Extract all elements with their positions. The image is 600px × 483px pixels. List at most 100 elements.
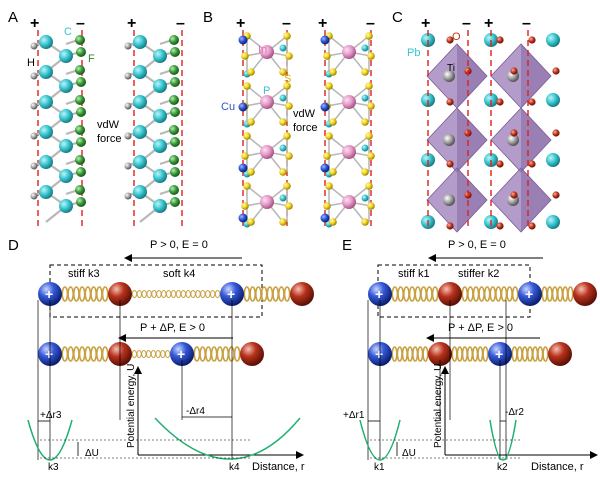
spring-coil	[542, 346, 549, 362]
spring-coil	[467, 286, 474, 302]
fluorine-atom	[75, 65, 85, 75]
spring-coil	[185, 290, 191, 298]
titanium-atom	[507, 134, 519, 146]
sulfur-atom	[285, 152, 293, 160]
spring-coil	[414, 286, 422, 302]
spring-coil	[164, 350, 171, 358]
oxygen-atom	[528, 222, 536, 230]
fluorine-atom	[170, 197, 180, 207]
spring-coil	[150, 350, 157, 358]
positive-charge-ball	[368, 282, 392, 306]
spring-coil	[200, 290, 206, 298]
sulfur-atom	[243, 82, 251, 90]
carbon-atom	[153, 79, 167, 93]
lead-atom	[546, 153, 560, 167]
panel-e-k-right: k2	[497, 462, 508, 473]
spring-coil	[489, 286, 497, 302]
panel-d-spring1-label: stiff k3	[68, 268, 100, 280]
plus-sign: +	[525, 286, 533, 302]
fluorine-atom	[75, 185, 85, 195]
fluorine-atom	[169, 155, 179, 165]
panel-e-arrow-mid-label: P + ΔP, E > 0	[448, 322, 513, 334]
phosphorus-atom	[279, 94, 287, 102]
vdw-force-label-line2: force	[97, 133, 121, 145]
sulfur-atom	[361, 68, 369, 76]
sulfur-atom	[325, 82, 333, 90]
panel-a-plus-1: +	[30, 15, 39, 32]
spring-coil	[556, 286, 564, 302]
spring-coil	[72, 286, 80, 302]
spring-coil	[61, 286, 69, 302]
carbon-atom	[153, 49, 167, 63]
copper-atom	[320, 35, 330, 45]
spring-coil	[90, 286, 98, 302]
vdw-force-label-line1: vdW	[293, 108, 316, 120]
indium-atom	[260, 95, 274, 109]
sulfur-atom	[247, 118, 255, 126]
plus-sign: +	[495, 346, 503, 362]
soft-potential-well	[154, 417, 301, 460]
oxygen-atom	[446, 36, 454, 44]
spring-coil	[472, 286, 480, 302]
hydrogen-atom	[124, 192, 132, 200]
sulfur-atom	[243, 182, 251, 190]
positive-charge-ball	[170, 342, 194, 366]
spring-coil	[541, 286, 548, 302]
sulfur-atom	[325, 132, 333, 140]
spring-coil	[78, 346, 86, 362]
carbon-atom	[39, 65, 53, 79]
stiffer-potential-well	[489, 419, 517, 461]
sulfur-atom	[325, 182, 333, 190]
spring-coil	[141, 350, 147, 358]
indium-atom	[342, 195, 356, 209]
fluorine-atom	[75, 155, 85, 165]
label-sulfur: S	[284, 73, 291, 85]
panel-c-plus-1: +	[421, 15, 430, 32]
phosphorus-atom	[279, 44, 287, 52]
positive-charge-ball	[518, 282, 542, 306]
lead-atom	[546, 93, 560, 107]
fluorine-atom	[76, 77, 86, 87]
indium-atom	[260, 195, 274, 209]
fluorine-atom	[76, 47, 86, 57]
panel-b-letter: B	[203, 9, 213, 26]
spring-coil	[391, 286, 399, 302]
fluorine-atom	[75, 95, 85, 105]
label-oxygen: O	[452, 31, 461, 43]
spring-coil	[145, 350, 152, 358]
indium-atom	[342, 95, 356, 109]
spring-coil	[401, 346, 408, 362]
oxygen-atom	[496, 98, 504, 106]
spring-coil	[78, 286, 86, 302]
plus-sign: +	[227, 286, 235, 302]
fluorine-atom	[170, 107, 180, 117]
stiff-potential-well	[27, 419, 73, 461]
spring-coil	[260, 286, 268, 302]
oxygen-atom	[528, 160, 536, 168]
copper-atom	[320, 102, 330, 112]
spring-coil	[516, 346, 523, 362]
carbon-atom	[153, 199, 167, 213]
fluorine-atom	[76, 107, 86, 117]
panel-e-y-axis-label: Potential energy, U	[433, 364, 444, 448]
carbon-atom	[133, 155, 147, 169]
spring-coil	[136, 290, 143, 298]
spring-coil	[190, 290, 196, 298]
carbon-atom	[59, 49, 73, 63]
hydrogen-atom	[30, 102, 38, 110]
tio6-octahedron	[426, 107, 488, 173]
panel-e-dr-right: -Δr2	[505, 407, 524, 418]
panel-a: A + – + – C F H vdW force	[8, 9, 185, 228]
panel-e-dr-left: +Δr1	[343, 410, 365, 421]
sulfur-atom	[279, 218, 287, 226]
sulfur-atom	[361, 118, 369, 126]
tio6-octahedron	[490, 167, 552, 233]
panel-c-minus-2: –	[522, 15, 531, 32]
carbon-atom	[39, 35, 53, 49]
sulfur-atom	[323, 52, 331, 60]
panel-c: C + – + – Pb O Ti	[392, 9, 560, 233]
spring-coil	[511, 286, 519, 302]
indium-atom	[342, 145, 356, 159]
sulfur-atom	[279, 68, 287, 76]
negative-charge-ball	[290, 282, 314, 306]
